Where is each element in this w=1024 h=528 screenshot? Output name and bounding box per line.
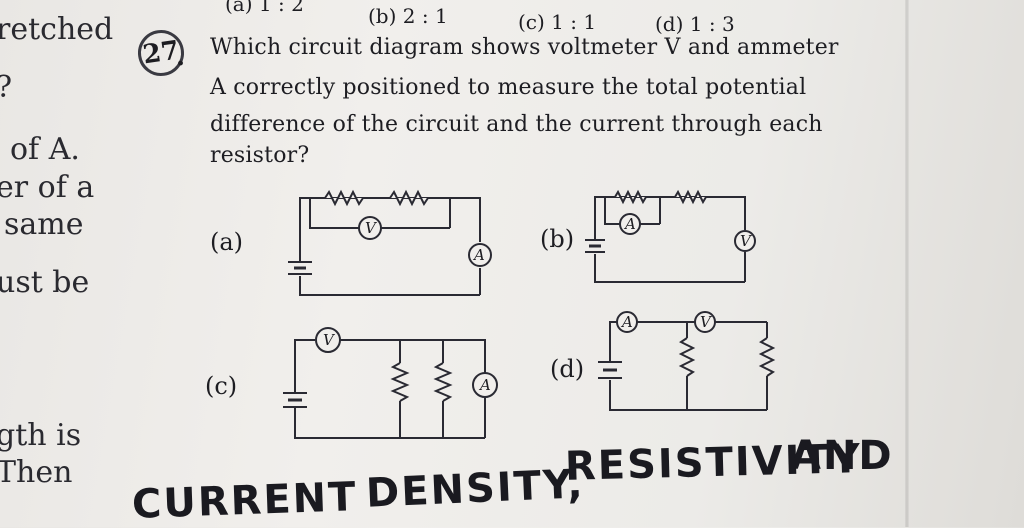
margin-text: of A. [10, 132, 80, 167]
ammeter-symbol-b: A [625, 215, 636, 233]
section-heading-word-2: DENSITY, [365, 461, 586, 517]
voltmeter-symbol-b: V [740, 232, 751, 250]
margin-text: ? [0, 70, 12, 105]
prev-option-d: (d) 1 : 3 [655, 12, 735, 36]
ammeter-symbol-a: A [474, 246, 485, 264]
ammeter-symbol-d: A [622, 313, 633, 331]
circuit-diagram-c [283, 327, 498, 439]
option-b-label: (b) [540, 225, 575, 253]
question-line-3: difference of the circuit and the curren… [210, 112, 823, 137]
margin-text: retched [0, 12, 114, 47]
margin-text: er of a [0, 170, 95, 205]
question-line-2: A correctly positioned to measure the to… [210, 75, 807, 100]
circuit-diagram-a [288, 189, 492, 296]
voltmeter-symbol-c: V [323, 331, 334, 349]
circuit-diagram-d [598, 311, 776, 411]
margin-text: gth is [0, 418, 82, 453]
option-d-label: (d) [550, 355, 585, 383]
margin-text: ust be [0, 265, 90, 300]
question-number-dot: . [176, 42, 186, 72]
page-fold [905, 0, 909, 527]
prev-option-c: (c) 1 : 1 [518, 10, 597, 34]
option-a-label: (a) [210, 228, 244, 256]
ammeter-symbol-c: A [480, 376, 491, 394]
section-heading-word-4: AND [790, 433, 894, 479]
voltmeter-symbol-a: V [365, 219, 376, 237]
section-heading-word-1: CURRENT [131, 474, 359, 528]
option-c-label: (c) [205, 372, 238, 400]
question-line-1: Which circuit diagram shows voltmeter V … [210, 35, 839, 60]
voltmeter-symbol-d: V [700, 313, 711, 331]
prev-option-a: (a) 1 : 2 [225, 0, 304, 16]
prev-option-b: (b) 2 : 1 [368, 4, 448, 28]
question-line-4: resistor? [210, 143, 310, 168]
margin-text: Then [0, 455, 73, 490]
margin-text: same [4, 207, 84, 242]
circuit-diagram-b [585, 189, 756, 283]
